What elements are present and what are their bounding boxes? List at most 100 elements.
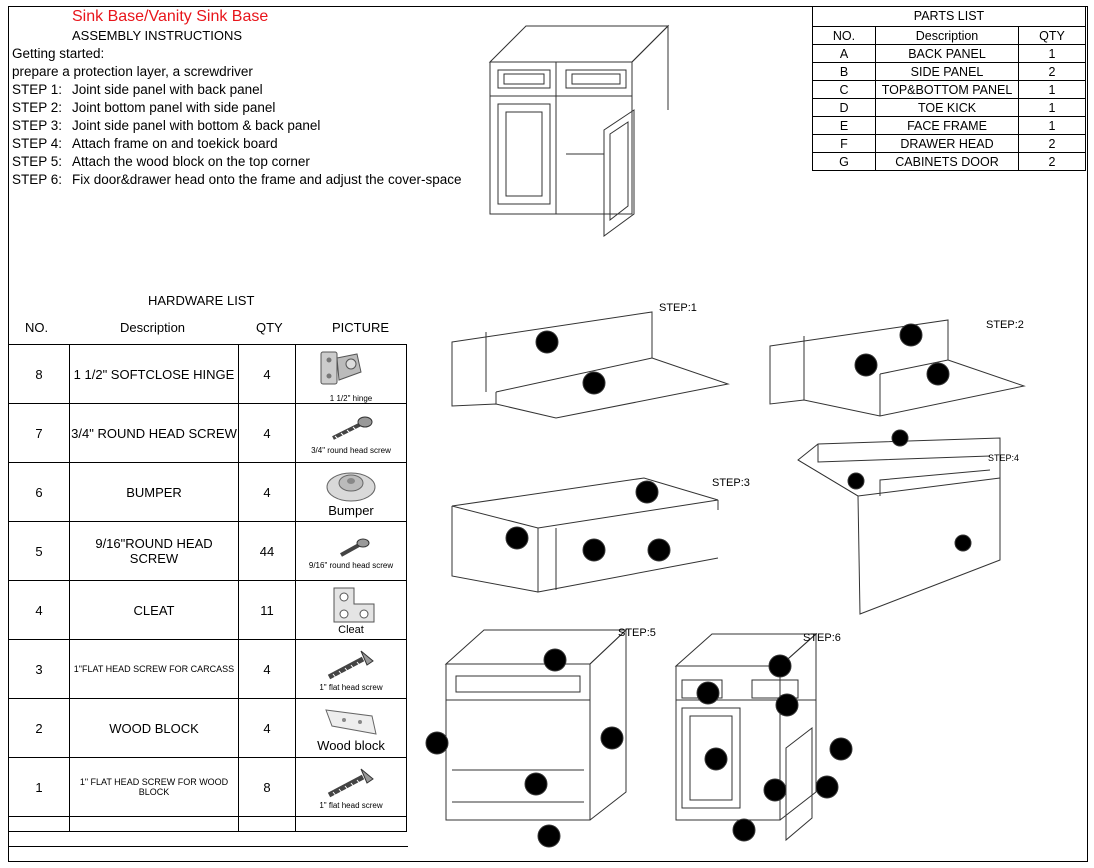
svg-text:F: F	[703, 684, 714, 704]
hardware-list-table: 8 1 1/2" SOFTCLOSE HINGE 4 1 1/2" hinge …	[8, 344, 407, 832]
svg-text:F: F	[782, 696, 793, 716]
callout-d: D	[537, 824, 561, 848]
picture-caption: 1" flat head screw	[319, 682, 383, 692]
table-row: 1 1" FLAT HEAD SCREW FOR WOOD BLOCK 8 1"…	[8, 757, 407, 817]
callout-a: A	[768, 654, 792, 678]
svg-text:A: A	[905, 326, 917, 346]
table-row: 4 CLEAT 11 Cleat	[8, 580, 407, 640]
preparation-line: prepare a protection layer, a screwdrive…	[12, 64, 253, 79]
callout-c: C	[524, 772, 548, 796]
instruction-step: STEP 3:Joint side panel with bottom & ba…	[12, 118, 321, 133]
svg-text:D: D	[543, 827, 556, 847]
callout-b: B	[954, 534, 972, 552]
svg-text:G: G	[820, 778, 834, 798]
callout-b: B	[582, 371, 606, 395]
svg-text:B: B	[932, 365, 944, 385]
instruction-step: STEP 6:Fix door&drawer head onto the fra…	[12, 172, 462, 187]
parts-header-qty: QTY	[1018, 26, 1086, 45]
table-row: 6 BUMPER 4 Bumper	[8, 462, 407, 522]
page-title: Sink Base/Vanity Sink Base	[72, 8, 269, 25]
svg-text:A: A	[511, 529, 523, 549]
bumper-icon	[326, 472, 376, 501]
callout-e: E	[891, 429, 909, 447]
getting-started-line: Getting started:	[12, 46, 105, 61]
hardware-header-qty: QTY	[256, 320, 283, 335]
picture-caption: Cleat	[338, 624, 364, 636]
callout-a: A	[505, 526, 529, 550]
callout-b: B	[926, 362, 950, 386]
callout-f: F	[775, 693, 799, 717]
step-4-drawing: STEP:4	[797, 437, 1019, 615]
table-row: 2 WOOD BLOCK 4 Wood block	[8, 698, 407, 758]
wood-block-icon	[325, 708, 377, 735]
hardware-header-picture: PICTURE	[332, 320, 390, 335]
callout-a: A	[535, 330, 559, 354]
flat-screw-icon	[327, 650, 374, 679]
callout-d: D	[732, 818, 756, 842]
svg-text:A: A	[549, 651, 561, 671]
hardware-list-title: HARDWARE LIST	[148, 293, 255, 308]
page-subtitle: ASSEMBLY INSTRUCTIONS	[72, 28, 242, 43]
instruction-step: STEP 1:Joint side panel with back panel	[12, 82, 263, 97]
picture-caption: 1" flat head screw	[319, 800, 383, 810]
screw-icon	[332, 416, 373, 440]
svg-text:A: A	[541, 333, 553, 353]
svg-text:D: D	[851, 473, 861, 489]
callout-e: E	[425, 731, 449, 755]
callout-b: B	[600, 726, 624, 750]
svg-text:E: E	[895, 430, 904, 446]
svg-text:B: B	[835, 740, 847, 760]
hardware-header-description: Description	[120, 320, 186, 335]
callout-c: C	[763, 778, 787, 802]
svg-text:G: G	[709, 750, 723, 770]
step-3-label: STEP:3	[712, 477, 750, 489]
picture-caption: Bumper	[328, 502, 374, 518]
screw-icon	[340, 538, 370, 557]
instruction-step: STEP 4:Attach frame on and toekick board	[12, 136, 278, 151]
step-6-label: STEP:6	[803, 632, 841, 644]
callout-g: G	[704, 747, 728, 771]
svg-text:B: B	[588, 374, 600, 394]
step-1-drawing: STEP:1	[451, 302, 730, 419]
flat-screw-icon	[327, 768, 374, 797]
callout-c: C	[582, 538, 606, 562]
table-row	[8, 816, 407, 832]
callout-b: B	[829, 737, 853, 761]
callout-g: G	[815, 775, 839, 799]
picture-caption: 3/4" round head screw	[311, 445, 391, 455]
svg-text:C: C	[588, 541, 601, 561]
callout-c: C	[854, 353, 878, 377]
instruction-list: Getting started: prepare a protection la…	[12, 45, 461, 189]
svg-text:C: C	[530, 775, 543, 795]
svg-text:B: B	[641, 483, 653, 503]
instruction-step: STEP 2:Joint bottom panel with side pane…	[12, 100, 276, 115]
svg-text:D: D	[738, 821, 751, 841]
step-3-drawing: STEP:3	[451, 477, 750, 593]
step-2-drawing: STEP:2	[769, 319, 1026, 417]
picture-caption: Wood block	[317, 737, 385, 753]
callout-a: A	[543, 648, 567, 672]
svg-text:B: B	[958, 535, 967, 551]
bottom-rule	[8, 846, 408, 847]
cleat-icon	[333, 587, 375, 623]
step-4-label: STEP:4	[988, 453, 1019, 463]
table-row: 3 1"FLAT HEAD SCREW FOR CARCASS 4 1" fla…	[8, 639, 407, 699]
step-5-label: STEP:5	[618, 627, 656, 639]
picture-caption: 1 1/2" hinge	[329, 393, 373, 403]
callout-b: B	[647, 538, 671, 562]
step-1-label: STEP:1	[659, 302, 697, 314]
svg-text:C: C	[860, 356, 873, 376]
hinge-icon	[320, 351, 362, 384]
hardware-header-no: NO.	[25, 320, 49, 335]
step-6-drawing: STEP:6	[674, 632, 841, 842]
callout-d: D	[847, 472, 865, 490]
table-row: 8 1 1/2" SOFTCLOSE HINGE 4 1 1/2" hinge	[8, 344, 407, 404]
callout-f: F	[696, 681, 720, 705]
